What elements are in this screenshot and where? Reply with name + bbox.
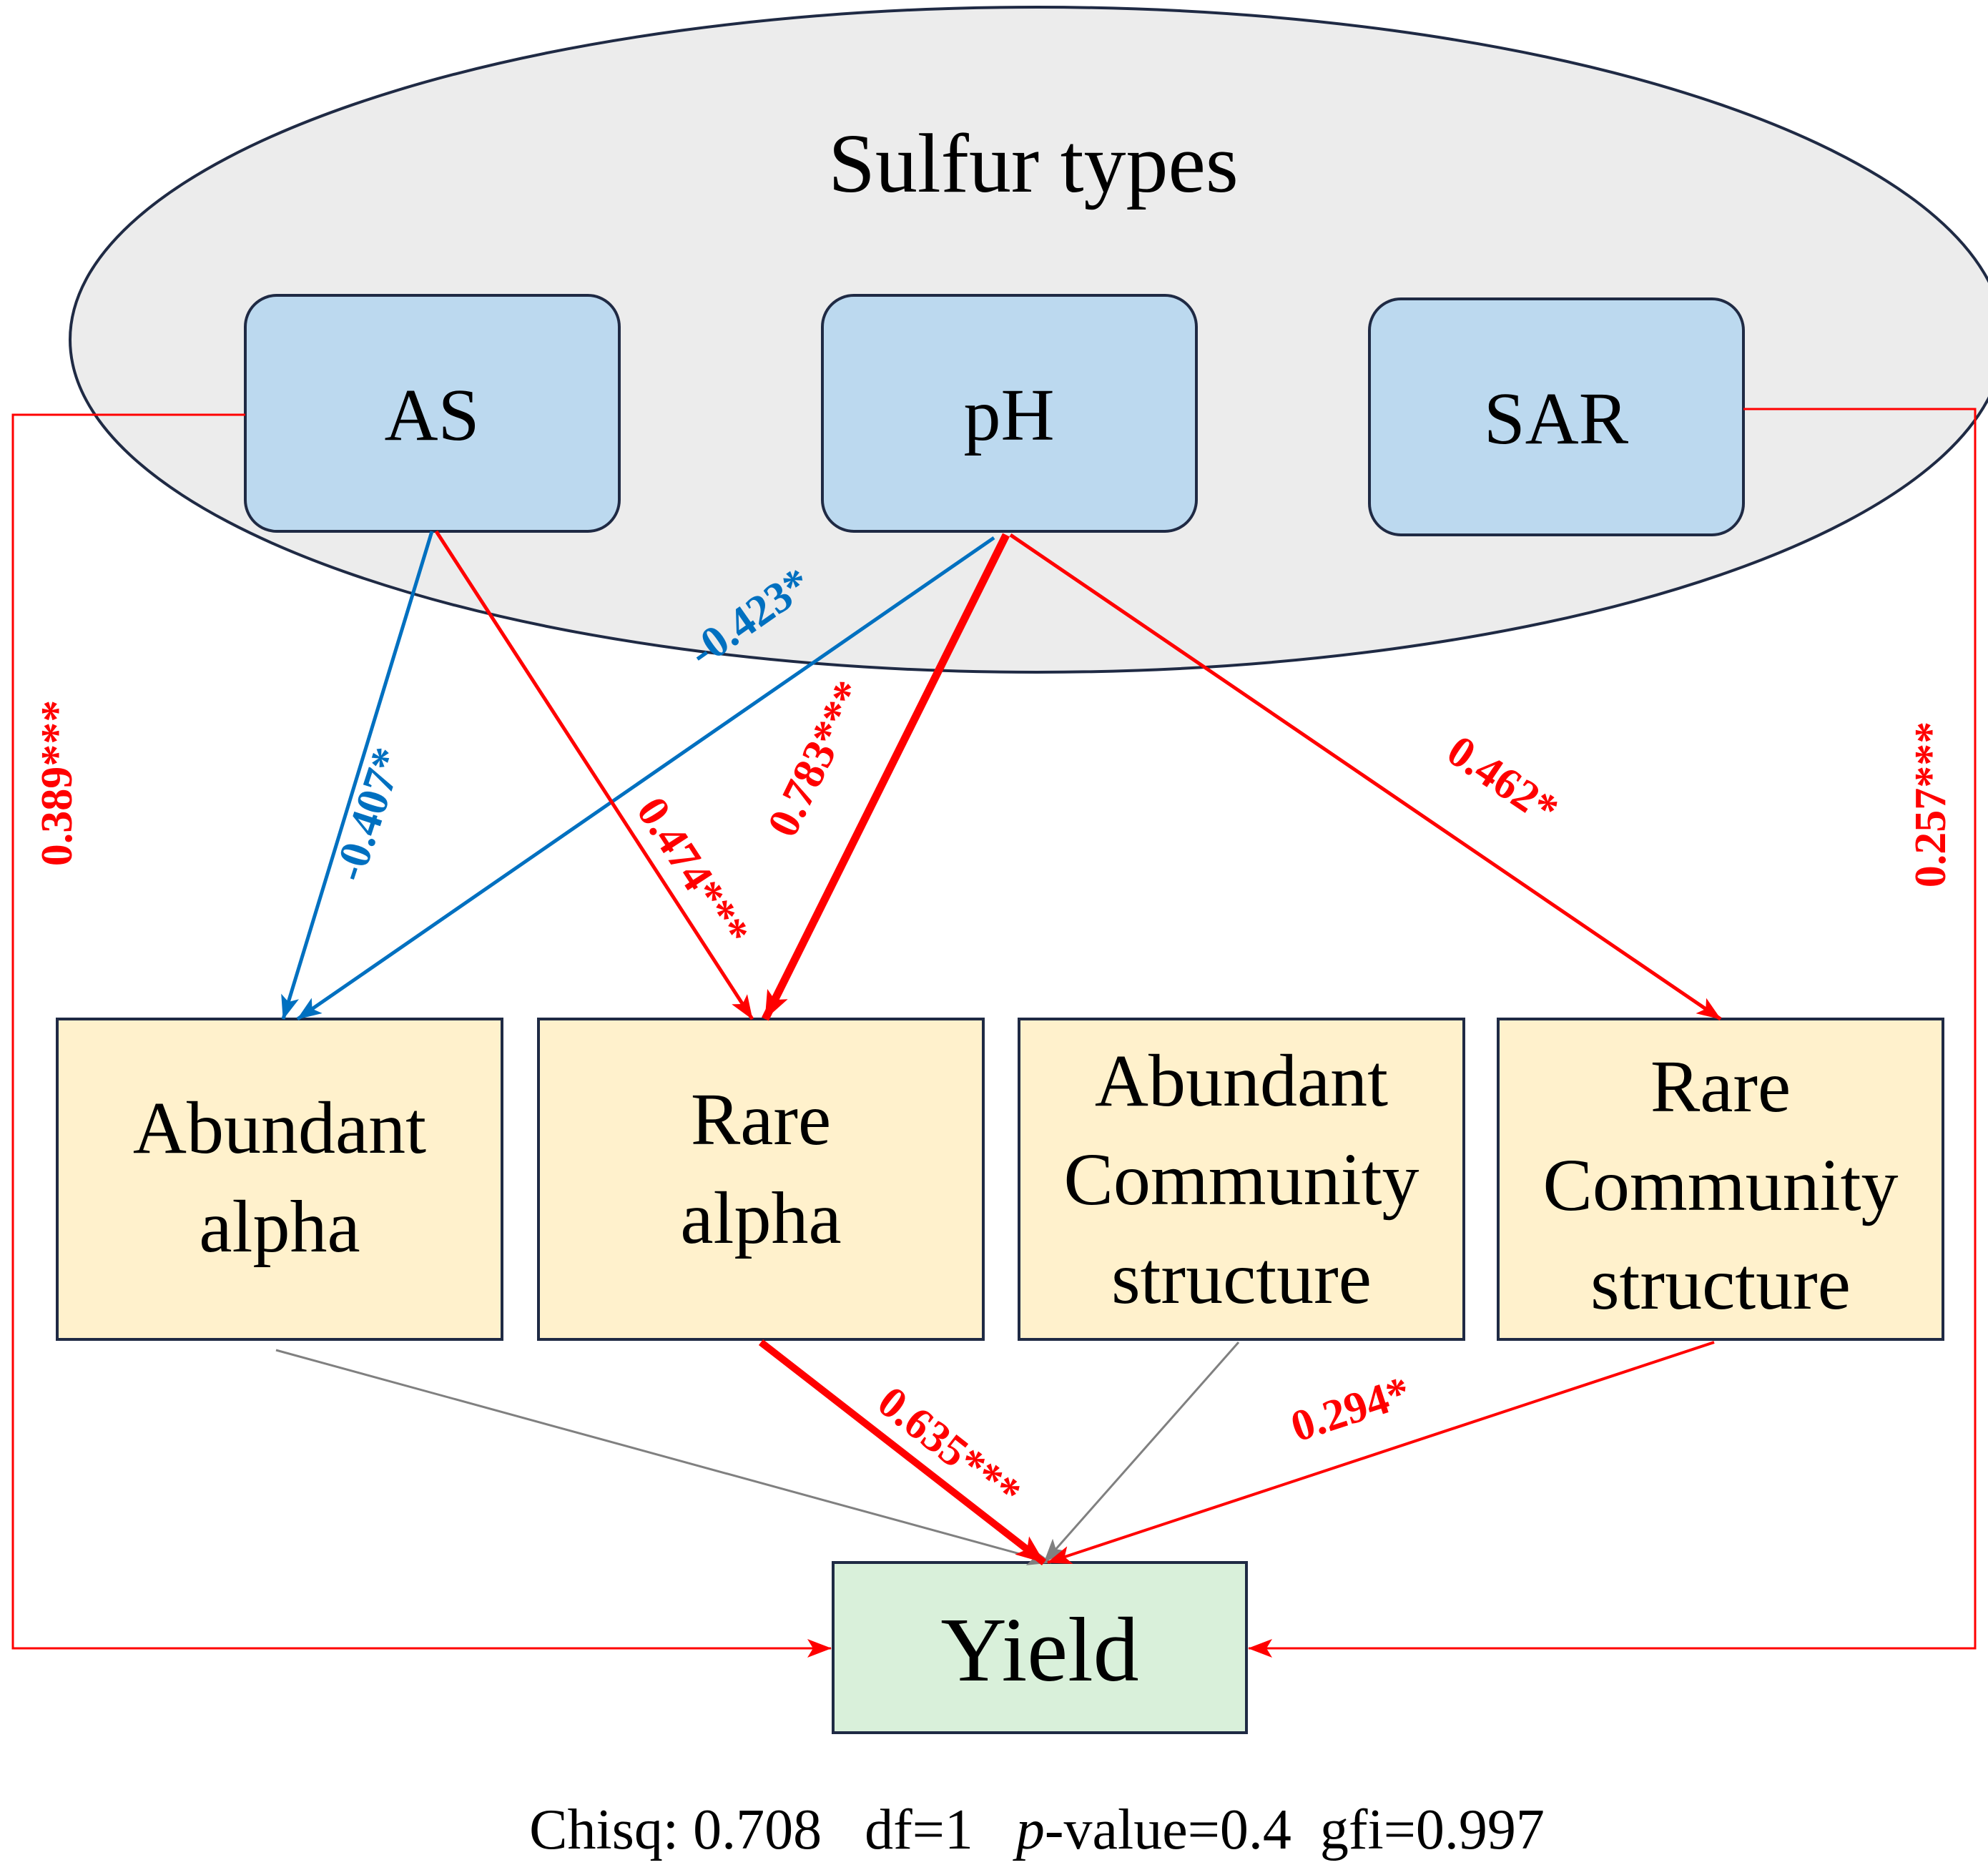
path-abundant-structure-yield	[1043, 1342, 1240, 1563]
mediator-abundant-community-structure: Abundant Community structure	[1018, 1018, 1465, 1341]
factor-ph-label: pH	[963, 374, 1054, 456]
mediator-rare-community-structure: Rare Community structure	[1497, 1018, 1944, 1341]
factor-sar-label: SAR	[1484, 378, 1629, 460]
fit-chisq: Chisq: 0.708	[529, 1798, 822, 1861]
rare-alpha-line-1: Rare	[691, 1078, 831, 1161]
path-as-rare-alpha	[434, 530, 754, 1020]
sulfur-types-title: Sulfur types	[828, 117, 1239, 210]
path-as-yield	[11, 413, 832, 1658]
mediator-abundant-alpha: Abundant alpha	[56, 1018, 503, 1341]
path-abundant-alpha-yield	[275, 1349, 1052, 1565]
fit-p-value: -value=0.4	[1045, 1798, 1291, 1861]
abundant-alpha-line-2: alpha	[199, 1186, 360, 1268]
path-ph-rare-structure	[1009, 533, 1722, 1021]
coef-ph-rare-structure: 0.462*	[1438, 727, 1566, 835]
yield-label: Yield	[940, 1599, 1138, 1701]
rare-alpha-line-2: alpha	[680, 1177, 841, 1259]
factor-ph: pH	[821, 294, 1198, 533]
model-fit-statistics: Chisq: 0.708 df=1 p-value=0.4 gfi=0.997	[529, 1798, 1545, 1861]
outcome-yield: Yield	[832, 1561, 1248, 1734]
factor-sar: SAR	[1368, 297, 1745, 536]
coef-as-abundant-alpha: -0.407*	[325, 742, 413, 887]
path-ph-rare-alpha	[762, 533, 1010, 1021]
fit-p-italic: p	[1013, 1798, 1045, 1861]
mediator-rare-alpha: Rare alpha	[537, 1018, 985, 1341]
factor-as: AS	[244, 294, 621, 533]
rare-structure-line-3: structure	[1590, 1243, 1851, 1325]
abundant-structure-line-2: Community	[1064, 1138, 1419, 1221]
factor-as-label: AS	[385, 374, 480, 456]
abundant-alpha-line-1: Abundant	[133, 1087, 426, 1169]
coef-sar-yield: 0.257***	[1906, 722, 1955, 888]
path-rare-alpha-yield	[758, 1339, 1047, 1565]
abundant-structure-line-3: structure	[1111, 1237, 1372, 1319]
fit-gfi: gfi=0.997	[1320, 1798, 1545, 1861]
path-ph-abundant-alpha	[296, 536, 995, 1021]
path-sar-yield	[1248, 408, 1977, 1658]
coef-rare-structure-yield: 0.294*	[1285, 1367, 1416, 1451]
coef-as-yield: 0.389***	[33, 700, 82, 867]
abundant-structure-line-1: Abundant	[1095, 1040, 1388, 1122]
fit-df: df=1	[865, 1798, 973, 1861]
coef-ph-rare-alpha: 0.783***	[759, 674, 875, 845]
path-as-abundant-alpha	[281, 531, 434, 1020]
path-rare-structure-yield	[1047, 1341, 1715, 1564]
rare-structure-line-2: Community	[1543, 1144, 1899, 1226]
rare-structure-line-1: Rare	[1650, 1045, 1791, 1128]
